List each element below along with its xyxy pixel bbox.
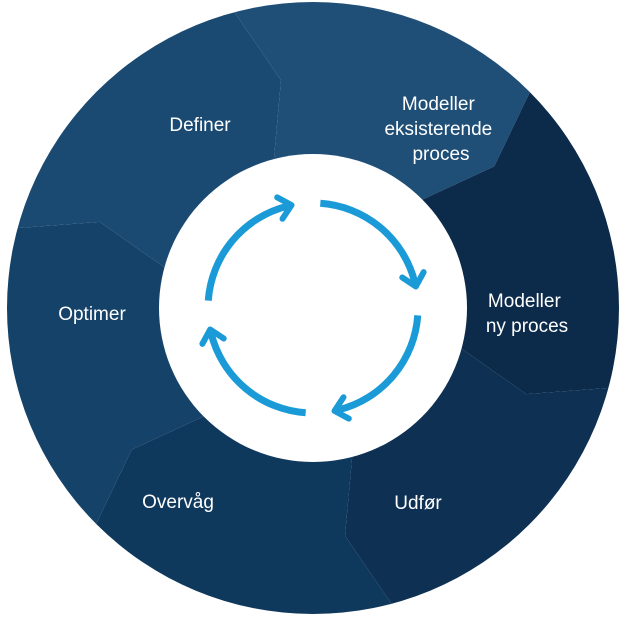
label-definer: Definer	[169, 115, 231, 136]
segments-layer	[7, 2, 619, 614]
segment-modeller-eksisterende	[420, 90, 619, 395]
segment-overvag	[7, 221, 206, 526]
labels-layer: Definer Modeller eksisterende proces Mod…	[58, 94, 568, 514]
cycle-arrowhead-3	[199, 326, 227, 347]
cycle-arc-1	[320, 199, 419, 284]
label-overvag: Overvåg	[142, 492, 214, 513]
segment-udfor	[95, 415, 393, 614]
center-hub	[159, 154, 467, 462]
cycle-arc-4	[204, 202, 289, 301]
cycle-arrowhead-1	[399, 269, 427, 290]
label-udfor: Udfør	[394, 493, 442, 514]
label-optimer: Optimer	[58, 304, 126, 325]
label-modeller-ny-proces: Modeller ny proces	[486, 291, 568, 337]
label-modeller-eksisterende-proces: Modeller eksisterende proces	[384, 94, 497, 165]
segment-optimer	[15, 10, 281, 269]
segment-modeller-ny	[345, 347, 611, 606]
cycle-arrows-icon	[199, 194, 427, 422]
cycle-arc-2	[337, 315, 422, 414]
cycle-arrowhead-2	[331, 394, 352, 422]
cycle-arrowhead-4	[274, 194, 295, 222]
cycle-arc-3	[207, 332, 306, 417]
segment-definer	[233, 2, 531, 201]
